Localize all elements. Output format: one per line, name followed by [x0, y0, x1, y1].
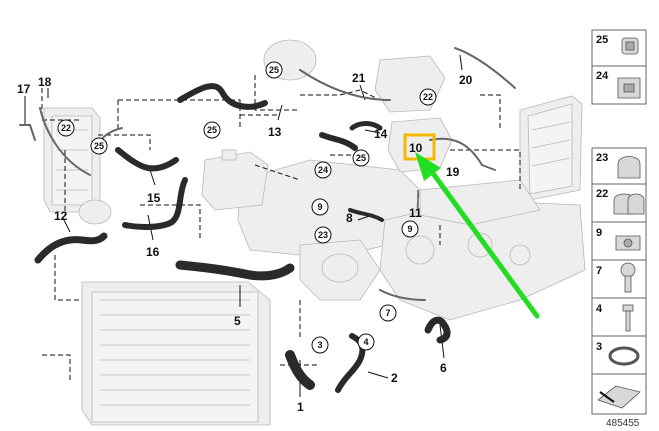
green-arrow — [415, 152, 540, 319]
circled-25-top: 25 — [265, 61, 283, 79]
circled-24: 24 — [314, 161, 332, 179]
callout-10: 10 — [409, 141, 423, 155]
sidebar-label-4: 4 — [596, 303, 603, 315]
hose-5 — [175, 260, 295, 281]
part-25-glyph — [621, 37, 639, 55]
sidebar-label-25: 25 — [596, 34, 608, 46]
expansion-tank-drawing — [201, 149, 269, 211]
engine-block-drawing — [237, 159, 586, 321]
callout-16: 16 — [146, 245, 160, 259]
circled-25-b: 25 — [90, 137, 108, 155]
sidebar-label-22: 22 — [596, 188, 608, 200]
circled-callouts: 25 25 22 22 25 25 24 9 9 23 7 3 4 — [57, 61, 437, 354]
callout-6: 6 — [440, 361, 447, 375]
hose-15 — [115, 147, 179, 172]
svg-text:3: 3 — [317, 340, 322, 350]
svg-text:25: 25 — [356, 153, 366, 163]
line-20 — [454, 47, 516, 89]
part-7-glyph — [620, 262, 636, 293]
part-flat-glyph — [597, 385, 641, 409]
line-17 — [19, 124, 36, 141]
callout-11: 11 — [409, 206, 422, 220]
reference-number: 485455 — [606, 418, 640, 429]
hose-1 — [285, 350, 315, 390]
hose-upper — [349, 121, 383, 131]
callout-1: 1 — [297, 400, 304, 414]
line-19 — [429, 137, 496, 171]
callout-numbers: 1 2 5 6 8 10 11 12 13 14 15 16 17 18 19 … — [17, 71, 473, 414]
svg-text:7: 7 — [385, 308, 390, 318]
hose-13 — [177, 83, 268, 110]
svg-text:25: 25 — [207, 125, 217, 135]
callout-2: 2 — [391, 371, 398, 385]
hose-6 — [424, 316, 451, 344]
svg-text:9: 9 — [407, 224, 412, 234]
sidebar-label-7: 7 — [596, 265, 602, 277]
svg-text:24: 24 — [318, 165, 328, 175]
svg-text:25: 25 — [269, 65, 279, 75]
callout-14: 14 — [374, 127, 388, 141]
hose-14 — [319, 132, 358, 151]
circled-9-a: 9 — [311, 198, 329, 216]
svg-text:22: 22 — [423, 92, 433, 102]
thin-lines — [19, 47, 516, 301]
svg-text:25: 25 — [94, 141, 104, 151]
sidebar-panel: 25 24 23 22 9 7 4 3 — [591, 29, 647, 415]
callout-13: 13 — [268, 125, 282, 139]
circled-25-c: 25 — [352, 149, 370, 167]
part-22-glyph — [613, 193, 645, 215]
hose-8 — [348, 208, 384, 222]
callout-15: 15 — [147, 191, 161, 205]
svg-text:22: 22 — [61, 123, 71, 133]
aux-pump-drawing — [78, 199, 359, 283]
hose-12 — [34, 232, 108, 264]
sidebar-label-3: 3 — [596, 341, 602, 353]
circled-22-right: 22 — [419, 88, 437, 106]
circled-25-a: 25 — [203, 121, 221, 139]
sidebar-label-9: 9 — [596, 227, 602, 239]
line-18 — [39, 107, 91, 176]
part-4-glyph — [622, 304, 634, 332]
line-7 — [379, 289, 426, 301]
aux-radiator-drawing — [43, 107, 101, 213]
part-9-glyph — [615, 235, 641, 251]
callout-20: 20 — [459, 73, 473, 87]
callout-21: 21 — [352, 71, 366, 85]
circled-4: 4 — [357, 333, 375, 351]
svg-text:9: 9 — [317, 202, 322, 212]
callout-18: 18 — [38, 75, 52, 89]
circled-3: 3 — [311, 336, 329, 354]
part-3-glyph — [608, 346, 640, 366]
callout-8: 8 — [346, 211, 353, 225]
part-23-glyph — [617, 156, 641, 179]
circled-23: 23 — [314, 226, 332, 244]
intercooler-drawing — [519, 95, 583, 201]
callout-12: 12 — [54, 209, 68, 223]
sidebar-label-24: 24 — [596, 70, 609, 82]
svg-text:23: 23 — [318, 230, 328, 240]
callout-5: 5 — [234, 314, 241, 328]
circled-9-b: 9 — [401, 220, 419, 238]
part-24-glyph — [617, 77, 641, 99]
svg-text:4: 4 — [363, 337, 368, 347]
line-21 — [299, 69, 391, 101]
circled-7: 7 — [379, 304, 397, 322]
callout-17: 17 — [17, 82, 31, 96]
radiator-drawing — [81, 281, 271, 426]
hoses — [34, 83, 451, 393]
callout-19: 19 — [446, 165, 460, 179]
sidebar-label-23: 23 — [596, 152, 608, 164]
circled-22-left: 22 — [57, 119, 75, 137]
hose-16 — [122, 177, 188, 230]
component-illustrations — [43, 39, 586, 426]
